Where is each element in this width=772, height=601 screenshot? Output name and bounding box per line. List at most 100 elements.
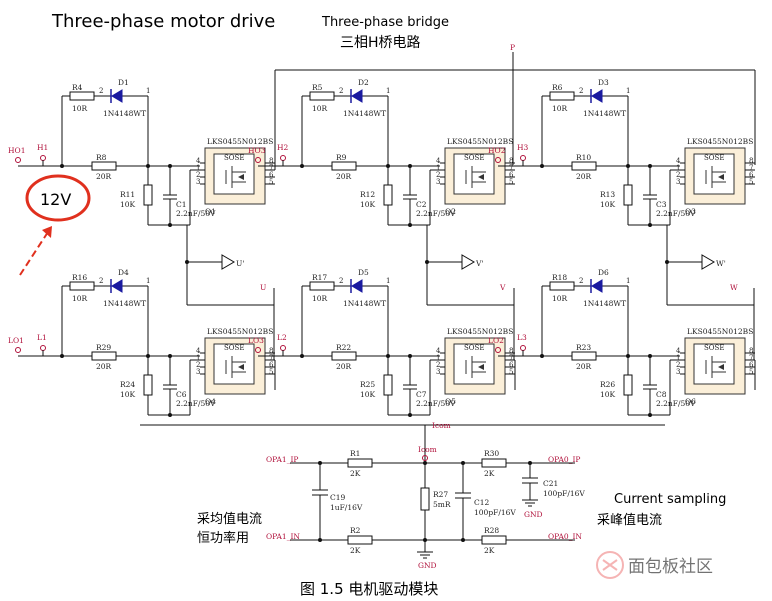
net-ho2: HO2 [488, 146, 506, 155]
chip-tag: SOSE [464, 344, 484, 352]
resistor-r9 [331, 161, 357, 171]
resistor-r11 [143, 184, 153, 206]
value-r16: 10R [72, 294, 88, 303]
svg-text:R28: R28 [484, 526, 499, 535]
ref-c2: C2 [416, 200, 427, 209]
label: 7 [509, 164, 513, 172]
resistor-r6 [549, 91, 575, 101]
net-ho1: HO1 [8, 146, 25, 155]
voltage-callout-label: 12V [40, 190, 71, 209]
ref-r23: R23 [576, 343, 591, 352]
resistor-r26 [623, 374, 633, 396]
resistor-r4 [69, 91, 95, 101]
label: 2 [99, 277, 103, 285]
resistor-r10 [571, 161, 597, 171]
value-q4: LKS0455N012BS [207, 327, 273, 336]
svg-text:C21: C21 [543, 479, 558, 488]
resistor-r22 [331, 351, 357, 361]
label: 1 [146, 87, 150, 95]
testpoint-h3: H3 [517, 143, 529, 152]
net-v_bar: V' [475, 259, 483, 268]
resistor-r18 [549, 281, 575, 291]
svg-text:100pF/16V: 100pF/16V [474, 508, 516, 517]
svg-text:R2: R2 [350, 526, 361, 535]
resistor-r5 [309, 91, 335, 101]
current-sampling-title: Current sampling [614, 492, 726, 507]
label: 3 [196, 178, 200, 186]
resistor-r17 [309, 281, 335, 291]
ref-r16: R16 [72, 273, 87, 282]
net-icom-top: Icom [432, 421, 451, 430]
label: 1 [196, 164, 200, 172]
label: 1 [196, 354, 200, 362]
label: 1 [386, 87, 390, 95]
ref-q4: Q4 [205, 397, 216, 406]
label: 3 [676, 178, 680, 186]
resistor-r29 [91, 351, 117, 361]
value-r8: 20R [96, 172, 112, 181]
label: 7 [749, 164, 753, 172]
value-q3: LKS0455N012BS [687, 137, 753, 146]
value-c2: 2.2nF/50V [416, 209, 456, 218]
label: 1 [436, 164, 440, 172]
watermark-logo: 面包板社区 [596, 551, 713, 579]
label: 8 [269, 347, 273, 355]
ref-r11: R11 [120, 190, 135, 199]
ref-c8: C8 [656, 390, 667, 399]
svg-text:2K: 2K [350, 469, 361, 478]
value-r17: 10R [312, 294, 328, 303]
value-r10: 20R [576, 172, 592, 181]
label: 4 [436, 157, 441, 165]
ref-r13: R13 [600, 190, 615, 199]
svg-text:5mR: 5mR [433, 500, 451, 509]
value-d1: 1N4148WT [103, 109, 146, 118]
ref-r18: R18 [552, 273, 567, 282]
label: 7 [749, 354, 753, 362]
ref-c7: C7 [416, 390, 427, 399]
value-q1: LKS0455N012BS [207, 137, 273, 146]
label: 8 [269, 157, 273, 165]
label: 6 [749, 361, 754, 369]
label: 2 [339, 87, 343, 95]
testpoint-l1: L1 [37, 333, 47, 342]
label: 1 [626, 277, 630, 285]
value-r24: 10K [120, 390, 136, 399]
ref-r4: R4 [72, 83, 83, 92]
value-r26: 10K [600, 390, 616, 399]
label: 6 [509, 361, 514, 369]
net-w_bar: W' [716, 259, 726, 268]
label: 1 [386, 277, 390, 285]
sense-arrow-u [221, 254, 235, 270]
label: 4 [196, 347, 201, 355]
ref-r10: R10 [576, 153, 591, 162]
net-w: W [730, 283, 738, 292]
label: 6 [509, 171, 514, 179]
value-d2: 1N4148WT [343, 109, 386, 118]
label: 5 [749, 368, 753, 376]
value-r11: 10K [120, 200, 136, 209]
ref-q1: Q1 [205, 207, 216, 216]
label: 8 [749, 347, 753, 355]
value-c7: 2.2nF/50V [416, 399, 456, 408]
svg-text:100pF/16V: 100pF/16V [543, 489, 585, 498]
value-r29: 20R [96, 362, 112, 371]
sense-arrow-v [461, 254, 475, 270]
ref-d4: D4 [118, 268, 129, 277]
resistor-r16 [69, 281, 95, 291]
ref-d2: D2 [358, 78, 369, 87]
chip-tag: SOSE [224, 344, 244, 352]
diode-d6 [591, 279, 603, 293]
value-d3: 1N4148WT [583, 109, 626, 118]
svg-text:2K: 2K [484, 546, 495, 555]
value-c8: 2.2nF/50V [656, 399, 696, 408]
sense-arrow-w [701, 254, 715, 270]
label: 3 [436, 178, 440, 186]
value-d4: 1N4148WT [103, 299, 146, 308]
ref-q3: Q3 [685, 207, 696, 216]
main-title: Three-phase motor drive [51, 11, 275, 32]
net-opa0-ip: OPA0_IP [548, 455, 580, 464]
ref-r29: R29 [96, 343, 111, 352]
